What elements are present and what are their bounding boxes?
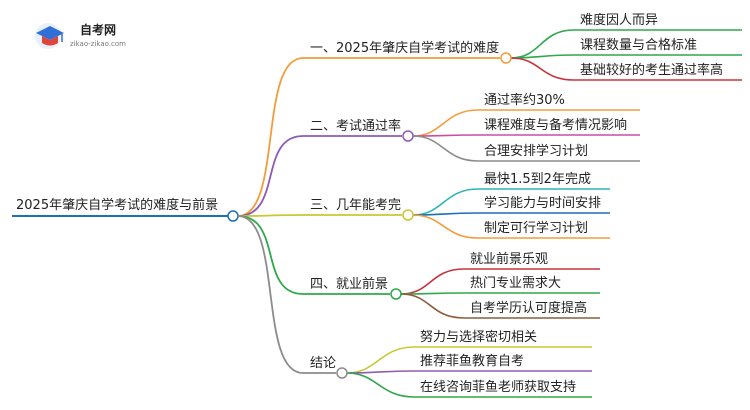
root-connector-circle[interactable] [227, 210, 239, 222]
leaf-label: 在线咨询菲鱼老师获取支持 [420, 379, 576, 395]
branch-4-connector-circle[interactable] [390, 288, 402, 300]
leaf-label: 课程数量与合格标准 [580, 37, 697, 53]
leaf-2-3[interactable]: 合理安排学习计划 [412, 135, 640, 162]
leaf-5-2[interactable]: 推荐菲鱼教育自考 [346, 353, 592, 374]
branch-1-connector-circle[interactable] [500, 52, 512, 64]
leaf-connector [346, 346, 415, 374]
leaf-5-3[interactable]: 在线咨询菲鱼老师获取支持 [346, 372, 592, 398]
leaf-3-3[interactable]: 制定可行学习计划 [412, 214, 610, 239]
leaf-label: 制定可行学习计划 [484, 220, 588, 236]
branch-4-connector [237, 215, 304, 295]
branch-3-connector [237, 214, 304, 217]
root-label: 2025年肇庆自学考试的难度与前景 [16, 197, 218, 213]
leaf-label: 难度因人而异 [580, 12, 658, 28]
leaf-connector [400, 292, 465, 295]
leaf-4-3[interactable]: 自考学历认可度提高 [400, 293, 600, 319]
branch-2-connector [237, 135, 304, 217]
leaf-1-1[interactable]: 难度因人而异 [510, 12, 742, 59]
graduation-cap-icon [35, 23, 64, 49]
leaf-label: 通过率约30% [484, 92, 565, 108]
branch-2-connector-circle[interactable] [402, 130, 414, 142]
leaf-label: 学习能力与时间安排 [484, 195, 601, 211]
root-node[interactable]: 2025年肇庆自学考试的难度与前景 [12, 197, 239, 222]
leaf-label: 最快1.5到2年完成 [484, 172, 591, 187]
leaf-connector [412, 134, 479, 137]
leaf-connector [346, 372, 415, 398]
leaf-connector [510, 29, 575, 59]
leaf-label: 就业前景乐观 [470, 251, 548, 267]
branch-1-connector [237, 57, 304, 217]
branch-4-label: 四、就业前景 [310, 276, 388, 292]
branch-1[interactable]: 一、2025年肇庆自学考试的难度 难度因人而异课程数量与合格标准基础较好的考生通过… [237, 12, 742, 217]
branch-1-label: 一、2025年肇庆自学考试的难度 [310, 40, 499, 56]
leaf-connector [412, 109, 479, 137]
branch-5-label: 结论 [310, 356, 336, 371]
leaf-4-2[interactable]: 热门专业需求大 [400, 276, 600, 295]
leaf-1-3[interactable]: 基础较好的考生通过率高 [510, 57, 742, 81]
branch-2-label: 二、考试通过率 [310, 118, 401, 134]
logo-url: zikao-zikao.com [70, 40, 126, 48]
leaf-label: 推荐菲鱼教育自考 [420, 353, 524, 369]
leaf-connector [400, 293, 465, 319]
leaf-connector [400, 268, 465, 295]
leaf-label: 热门专业需求大 [470, 276, 561, 291]
leaf-connector [412, 135, 479, 162]
leaf-3-2[interactable]: 学习能力与时间安排 [412, 195, 610, 216]
logo-title: 自考网 [80, 22, 116, 37]
branch-3-label: 三、几年能考完 [310, 198, 401, 213]
leaf-label: 基础较好的考生通过率高 [580, 62, 723, 78]
logo: 自考网 zikao-zikao.com [35, 22, 126, 49]
leaf-connector [412, 214, 479, 239]
branch-5-connector-circle[interactable] [336, 367, 348, 379]
leaf-label: 合理安排学习计划 [484, 143, 588, 159]
leaf-label: 自考学历认可度提高 [470, 300, 587, 316]
branch-3-connector-circle[interactable] [402, 209, 414, 221]
branches-layer: 一、2025年肇庆自学考试的难度 难度因人而异课程数量与合格标准基础较好的考生通过… [237, 12, 742, 398]
leaf-connector [510, 57, 575, 81]
leaf-label: 课程难度与备考情况影响 [484, 117, 627, 133]
branch-5-connector [237, 215, 304, 374]
leaf-label: 努力与选择密切相关 [420, 329, 537, 345]
leaf-connector [412, 188, 479, 216]
